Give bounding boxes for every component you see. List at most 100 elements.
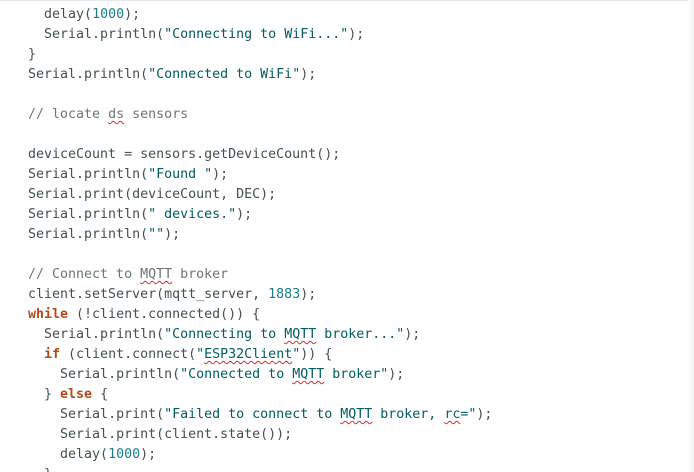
code-token: delay( (60, 447, 109, 462)
code-token: ); (140, 447, 157, 462)
code-token: ); (348, 27, 365, 42)
number-literal: 1000 (108, 447, 141, 462)
string-literal: =" (460, 407, 477, 422)
code-token: (!client.connected()) { (68, 307, 261, 322)
string-literal: broker, (372, 407, 445, 422)
keyword: else (60, 387, 93, 402)
spellcheck-flagged-word: rc (444, 407, 461, 422)
string-literal: broker" (324, 367, 389, 382)
keyword: if (44, 347, 61, 362)
code-line[interactable]: delay(1000); (28, 445, 492, 465)
spellcheck-flagged-word: ds (108, 107, 125, 122)
code-token: Serial.println( (44, 27, 165, 42)
string-literal: "Connected to (180, 367, 293, 382)
code-line[interactable]: if (client.connect("ESP32Client")) { (28, 345, 492, 365)
code-line[interactable]: Serial.println(""); (28, 225, 492, 245)
code-line[interactable]: while (!client.connected()) { (28, 305, 492, 325)
code-token: deviceCount = sensors.getDeviceCount(); (28, 147, 341, 162)
code-token: Serial.println( (60, 367, 181, 382)
code-token: Serial.println( (28, 67, 149, 82)
code-token: Serial.println( (28, 207, 149, 222)
code-line[interactable] (28, 125, 492, 145)
code-line[interactable]: client.setServer(mqtt_server, 1883); (28, 285, 492, 305)
code-token: ); (124, 7, 141, 22)
keyword: while (28, 307, 69, 322)
string-literal: "Connected to WiFi" (148, 67, 301, 82)
line-indent (28, 327, 44, 342)
comment: broker (172, 267, 229, 282)
code-token: Serial.print( (60, 407, 165, 422)
code-line[interactable]: Serial.println("Connecting to WiFi..."); (28, 25, 492, 45)
code-token: ); (404, 327, 421, 342)
code-token: } (44, 467, 52, 472)
code-text-area[interactable]: delay(1000); Serial.println("Connecting … (28, 5, 492, 472)
string-literal: "Found " (148, 167, 213, 182)
code-line[interactable]: // locate ds sensors (28, 105, 492, 125)
string-literal: "Failed to connect to (164, 407, 341, 422)
code-line[interactable]: } (28, 465, 492, 472)
spellcheck-flagged-word: MQTT (140, 267, 173, 282)
line-indent (28, 447, 60, 462)
line-indent (28, 367, 60, 382)
code-token: Serial.print(client.state()); (60, 427, 293, 442)
spellcheck-flagged-word: MQTT (340, 407, 373, 422)
line-indent (28, 27, 44, 42)
string-literal: " (292, 347, 301, 362)
code-line[interactable]: Serial.println("Found "); (28, 165, 492, 185)
code-line[interactable] (28, 85, 492, 105)
code-line[interactable]: Serial.println("Connected to WiFi"); (28, 65, 492, 85)
line-indent (28, 427, 60, 442)
code-token: )) { (300, 347, 333, 362)
editor-right-edge (688, 0, 694, 472)
code-token: Serial.print(deviceCount, DEC); (28, 187, 277, 202)
code-token: ); (164, 227, 181, 242)
line-indent (28, 7, 44, 22)
comment: sensors (124, 107, 189, 122)
code-token: Serial.println( (44, 327, 165, 342)
code-line[interactable]: Serial.println("Connecting to MQTT broke… (28, 325, 492, 345)
code-line[interactable]: // Connect to MQTT broker (28, 265, 492, 285)
code-line[interactable]: deviceCount = sensors.getDeviceCount(); (28, 145, 492, 165)
number-literal: 1000 (92, 7, 125, 22)
code-line[interactable]: delay(1000); (28, 5, 492, 25)
line-indent (28, 347, 44, 362)
string-literal: broker..." (316, 327, 405, 342)
code-token: ); (300, 67, 317, 82)
code-token: Serial.println( (28, 167, 149, 182)
string-literal: "Connecting to (164, 327, 285, 342)
code-line[interactable]: } (28, 45, 492, 65)
code-token: (client.connect( (60, 347, 197, 362)
line-indent (28, 407, 60, 422)
code-line[interactable]: Serial.print("Failed to connect to MQTT … (28, 405, 492, 425)
code-line[interactable]: } else { (28, 385, 492, 405)
string-literal: " (196, 347, 205, 362)
code-line[interactable] (28, 245, 492, 265)
code-line[interactable]: Serial.print(client.state()); (28, 425, 492, 445)
comment: // Connect to (28, 267, 141, 282)
code-line[interactable]: Serial.println(" devices."); (28, 205, 492, 225)
line-indent (28, 467, 44, 472)
string-literal: " devices." (148, 207, 237, 222)
code-line[interactable]: Serial.println("Connected to MQTT broker… (28, 365, 492, 385)
code-token: ); (212, 167, 229, 182)
code-token: Serial.println( (28, 227, 149, 242)
code-token: ); (236, 207, 253, 222)
line-indent (28, 387, 44, 402)
spellcheck-flagged-word: ESP32Client (204, 347, 293, 362)
editor-top-border (0, 0, 694, 1)
number-literal: 1883 (268, 287, 301, 302)
code-token: delay( (44, 7, 93, 22)
code-token: { (92, 387, 109, 402)
comment: // locate (28, 107, 109, 122)
code-token: } (28, 47, 37, 62)
string-literal: "" (148, 227, 165, 242)
code-token: } (44, 387, 61, 402)
code-token: client.setServer(mqtt_server, (28, 287, 269, 302)
string-literal: "Connecting to WiFi..." (164, 27, 349, 42)
code-line[interactable]: Serial.print(deviceCount, DEC); (28, 185, 492, 205)
code-token: ); (300, 287, 317, 302)
spellcheck-flagged-word: MQTT (284, 327, 317, 342)
code-token: ); (476, 407, 493, 422)
code-token: ); (388, 367, 405, 382)
